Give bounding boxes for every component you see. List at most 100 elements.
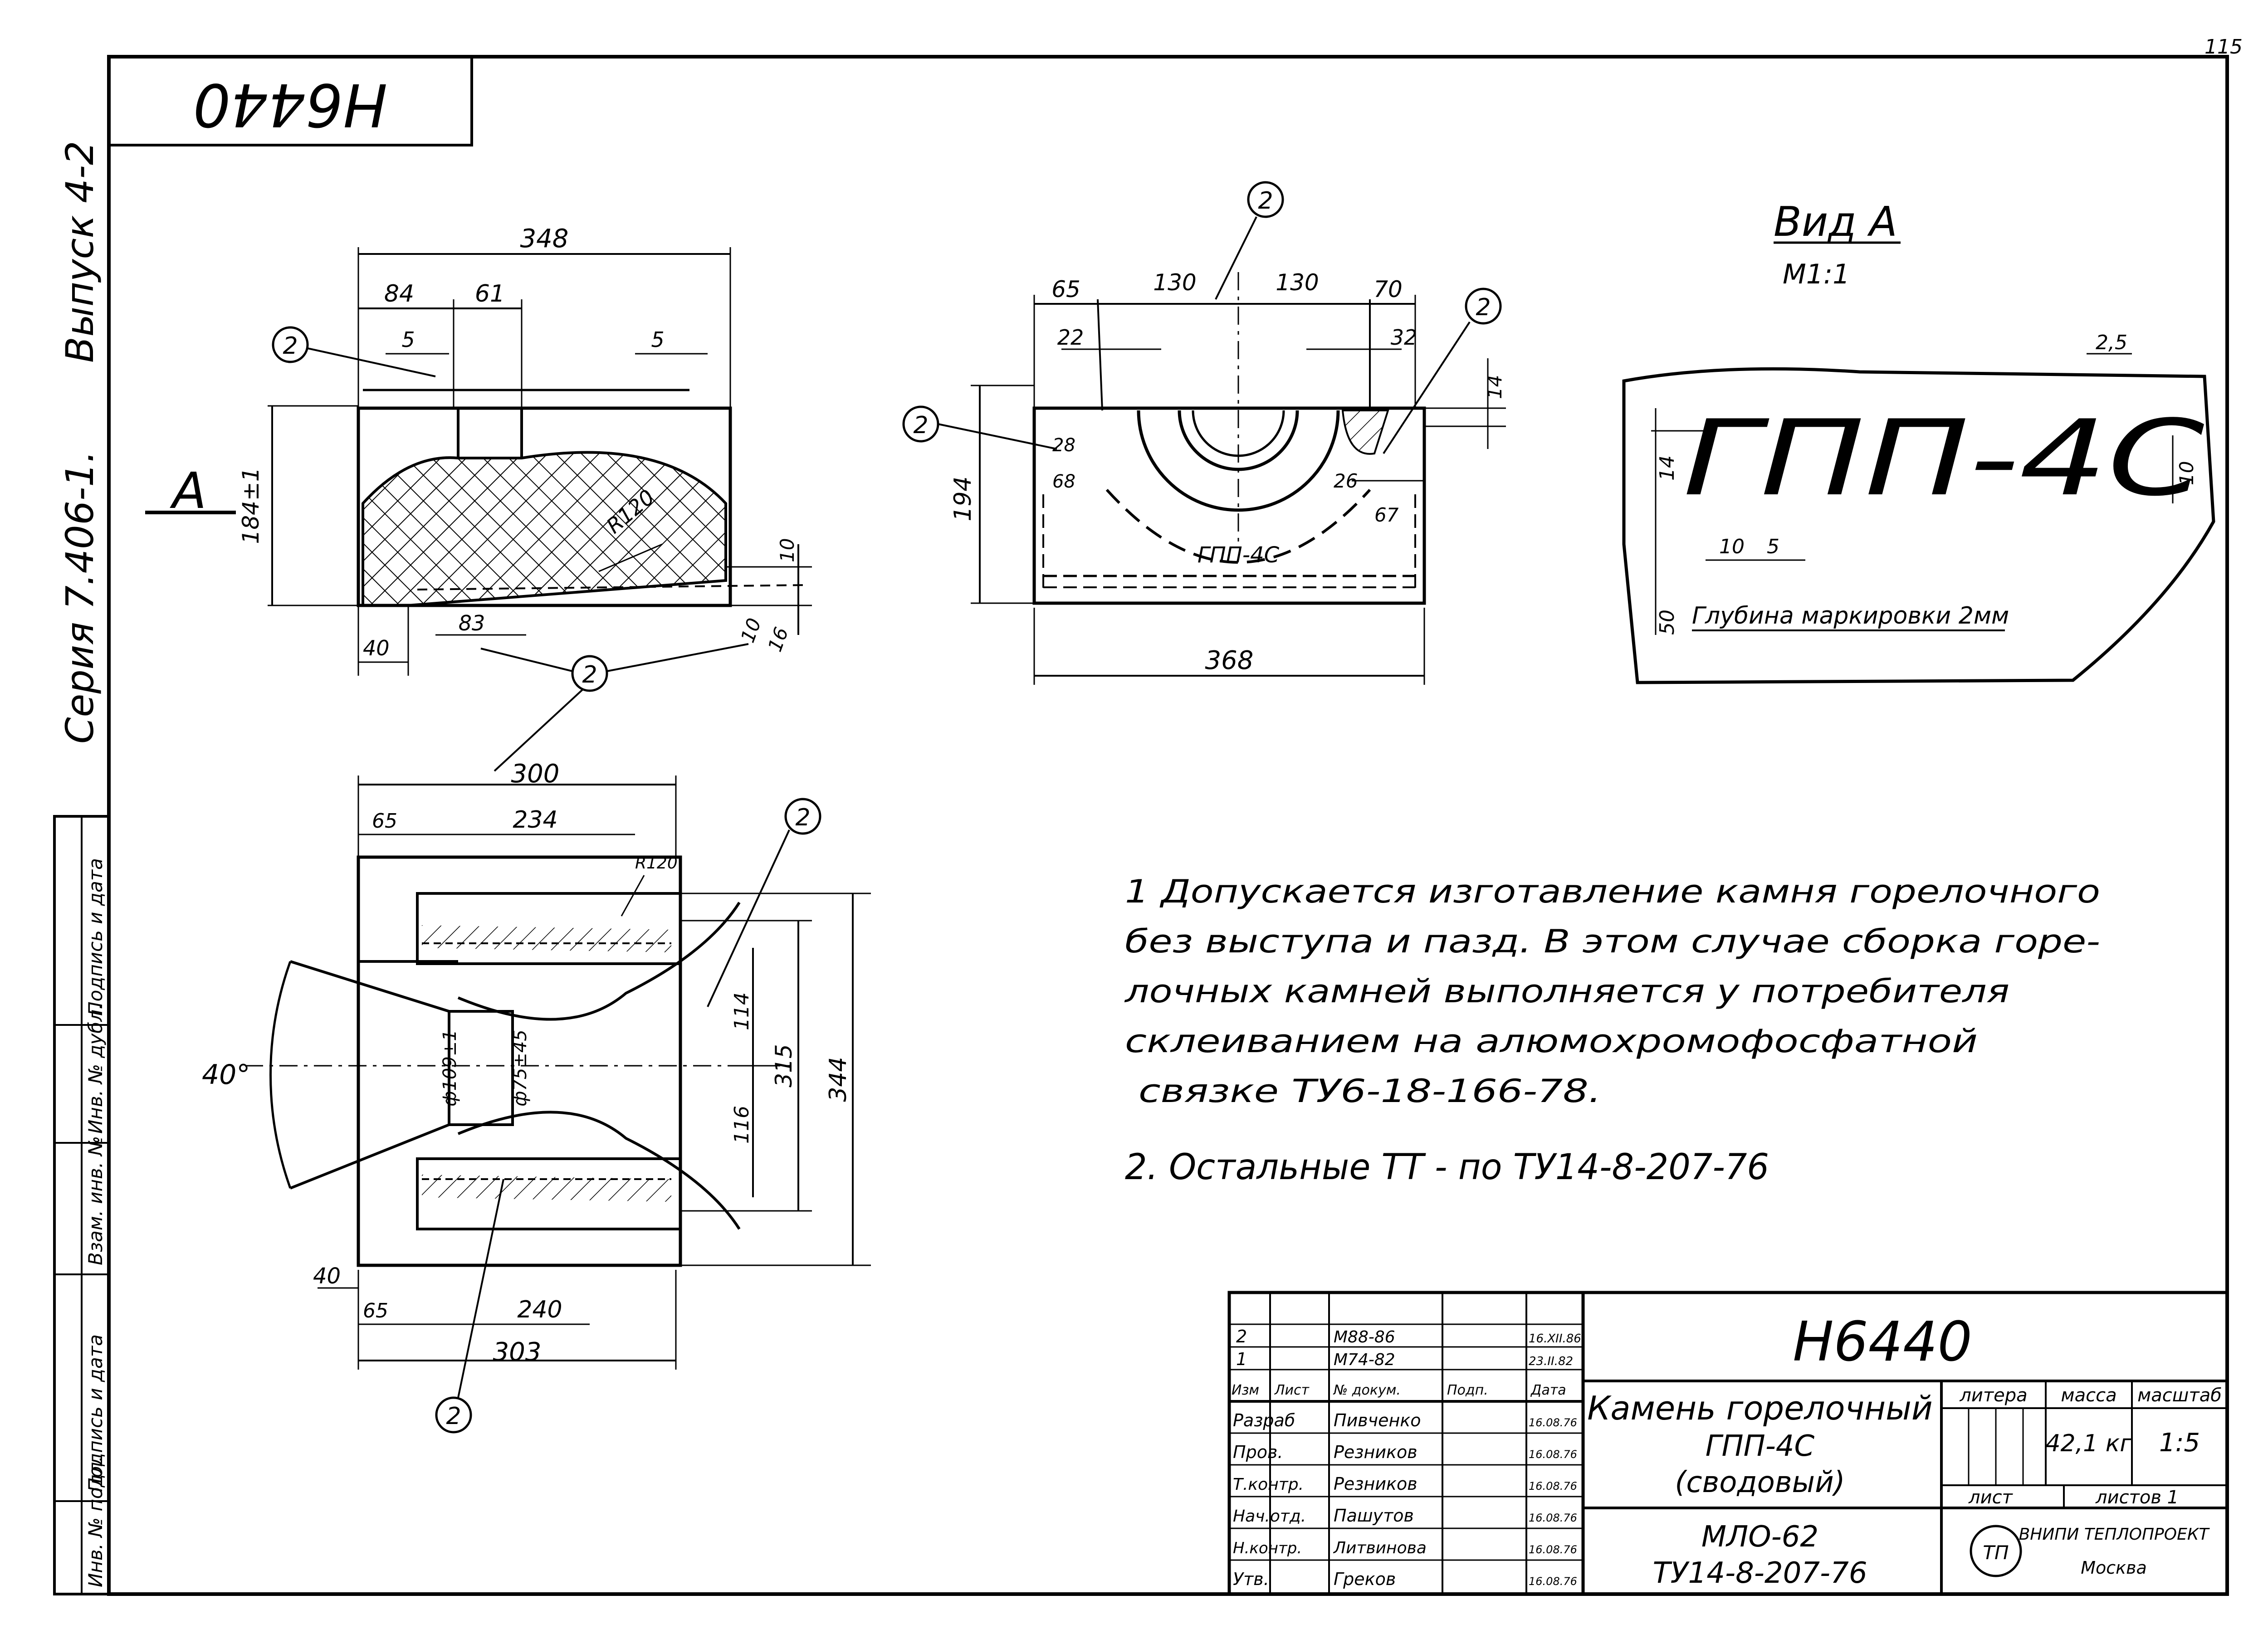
- tb-date-role-6: 16.08.76: [1529, 1575, 1577, 1588]
- tb-date-role-4: 16.08.76: [1529, 1512, 1577, 1524]
- sdim-114: 114: [730, 992, 753, 1030]
- sdim-d109: ф109±1: [440, 1029, 460, 1107]
- dim-84: 84: [384, 280, 414, 307]
- note-line-2: без выступа и пазд. В этом случае сборка…: [1125, 923, 2100, 960]
- fdim-194: 194: [949, 476, 977, 521]
- tb-rev2-n: 2: [1236, 1327, 1247, 1346]
- dim-348: 348: [520, 224, 569, 254]
- sdim-40: 40: [313, 1263, 341, 1289]
- tb-h-sheet: лист: [1968, 1487, 2014, 1508]
- fdim-368: 368: [1205, 646, 1254, 675]
- fdim-32: 32: [1391, 325, 1418, 350]
- sdim-303: 303: [493, 1337, 542, 1367]
- tb-name-role-1: Пивченко: [1334, 1410, 1421, 1430]
- tb-rev2-date: 16.XII.86: [1529, 1332, 1581, 1346]
- sdim-234: 234: [513, 806, 557, 834]
- dim-5a: 5: [401, 327, 415, 352]
- shared-callout-label: 2: [582, 661, 597, 688]
- tb-name-role-5: Литвинова: [1333, 1539, 1427, 1557]
- tb-rev2-doc: М88-86: [1334, 1328, 1395, 1346]
- strip-field-4: Инв. № дубл.: [84, 1004, 107, 1134]
- tb-name-role-2: Резников: [1334, 1442, 1418, 1462]
- front-callout-right: 2: [1476, 294, 1491, 321]
- note-line-4: склеиванием на алюмохромофосфатной: [1125, 1023, 1978, 1060]
- tb-date-role-2: 16.08.76: [1529, 1448, 1577, 1461]
- view-a-title: Вид А: [1774, 198, 1897, 246]
- dim-10-right: 10: [776, 538, 798, 562]
- tb-role-4: Нач.отд.: [1233, 1507, 1306, 1526]
- section-callout-top: 2: [795, 804, 810, 831]
- tb-code: Н6440: [1793, 1311, 1972, 1374]
- tb-scale: 1:5: [2159, 1428, 2200, 1458]
- view-section: 2 2 300 65 234 R120 40° ф109±1 ф75±45 11…: [202, 759, 871, 1434]
- tb-date-role-1: 16.08.76: [1529, 1416, 1577, 1429]
- view-top: А 2 348 84 61 5 5 184±1 R120 10 40 83 10…: [145, 224, 812, 676]
- note-line-1: 1 Допускается изготавление камня горелоч…: [1125, 873, 2100, 910]
- fdim-65: 65: [1051, 276, 1080, 302]
- strip-field-1: Инв. № подл.: [84, 1456, 107, 1587]
- tb-name-role-6: Греков: [1334, 1569, 1396, 1589]
- sdim-116: 116: [730, 1106, 753, 1144]
- tb-h-scale: масштаб: [2137, 1385, 2222, 1406]
- dim-83: 83: [459, 611, 485, 635]
- sdim-315: 315: [771, 1044, 797, 1087]
- tb-name-role-3: Резников: [1334, 1474, 1418, 1494]
- title-block: Н6440 Камень горелочный ГПП-4С (сводовый…: [1227, 1291, 2229, 1596]
- tb-material: МЛО-62: [1701, 1520, 1818, 1554]
- tb-rev1-doc: М74-82: [1334, 1351, 1395, 1369]
- sdim-40deg: 40°: [202, 1059, 250, 1091]
- fdim-14: 14: [1484, 375, 1506, 399]
- sdim-65-top: 65: [372, 810, 397, 833]
- note-line-6: 2. Остальные ТТ - по ТУ14-8-207-76: [1125, 1147, 1769, 1188]
- strip-field-3: Взам. инв. №: [84, 1136, 107, 1265]
- tb-name-2: ГПП-4С: [1706, 1429, 1815, 1463]
- tb-role-2: Пров.: [1233, 1442, 1283, 1462]
- issue-label: Выпуск 4-2: [58, 141, 102, 363]
- shared-callout: 2: [480, 643, 749, 772]
- front-marking: ГПП-4С: [1198, 542, 1280, 568]
- section-callout-bottom: 2: [446, 1403, 461, 1430]
- fdim-68: 68: [1052, 471, 1075, 492]
- tb-org: ВНИПИ ТЕПЛОПРОЕКТ: [2019, 1525, 2210, 1544]
- fdim-130b: 130: [1276, 269, 1319, 296]
- tb-role-5: Н.контр.: [1233, 1539, 1302, 1557]
- view-a-marking: ГПП-4С: [1683, 398, 2204, 519]
- sheet-number: 115: [2204, 35, 2243, 59]
- va-note: Глубина маркировки 2мм: [1692, 602, 2009, 629]
- tb-h-date: Дата: [1530, 1382, 1566, 1398]
- fdim-130a: 130: [1153, 269, 1196, 296]
- view-a: Вид А М1:1 ГПП-4С 2,5 14 10 10 5 50 Глуб…: [1622, 198, 2215, 684]
- tb-role-1: Разраб: [1233, 1410, 1295, 1430]
- tb-name-1: Камень горелочный: [1587, 1389, 1932, 1427]
- sdim-344: 344: [825, 1057, 852, 1102]
- tb-role-3: Т.контр.: [1233, 1475, 1304, 1494]
- top-stamp: Н6440: [108, 55, 473, 146]
- sdim-240: 240: [517, 1296, 562, 1323]
- front-callout-left: 2: [913, 412, 928, 439]
- section-mark-a: А: [170, 462, 206, 520]
- view-a-scale: М1:1: [1783, 259, 1850, 290]
- tb-h-sheets: листов 1: [2095, 1487, 2179, 1508]
- view-front: 2 2 2 65 130 130 70 22 32 14 194 28 68 2…: [902, 181, 1506, 685]
- tb-h-list: Лист: [1274, 1382, 1310, 1398]
- fdim-67: 67: [1374, 504, 1399, 526]
- note-line-5: связке ТУ6-18-166-78.: [1139, 1073, 1601, 1110]
- dim-5b: 5: [651, 327, 664, 352]
- va-dim-14: 14: [1656, 455, 1679, 481]
- fdim-70: 70: [1374, 276, 1403, 302]
- tb-h-sign: Подп.: [1447, 1382, 1488, 1398]
- tb-date-role-5: 16.08.76: [1529, 1543, 1577, 1556]
- dim-16: 16: [763, 624, 792, 654]
- sdim-d75: ф75±45: [510, 1029, 531, 1107]
- tb-date-role-3: 16.08.76: [1529, 1480, 1577, 1493]
- fdim-28: 28: [1052, 435, 1075, 456]
- dim-40: 40: [363, 636, 390, 660]
- sdim-65-bottom: 65: [363, 1299, 388, 1322]
- series-label: Серия 7.406-1.: [58, 451, 102, 744]
- notes: 1 Допускается изготавление камня горелоч…: [1124, 873, 2100, 1188]
- va-dim-10-right: 10: [2175, 461, 2198, 485]
- tb-rev1-date: 23.II.82: [1529, 1355, 1573, 1368]
- strip-field-2: Подпись и дата: [84, 1334, 107, 1492]
- tb-h-litera: литера: [1959, 1385, 2027, 1406]
- tb-name-role-4: Пашутов: [1334, 1506, 1414, 1526]
